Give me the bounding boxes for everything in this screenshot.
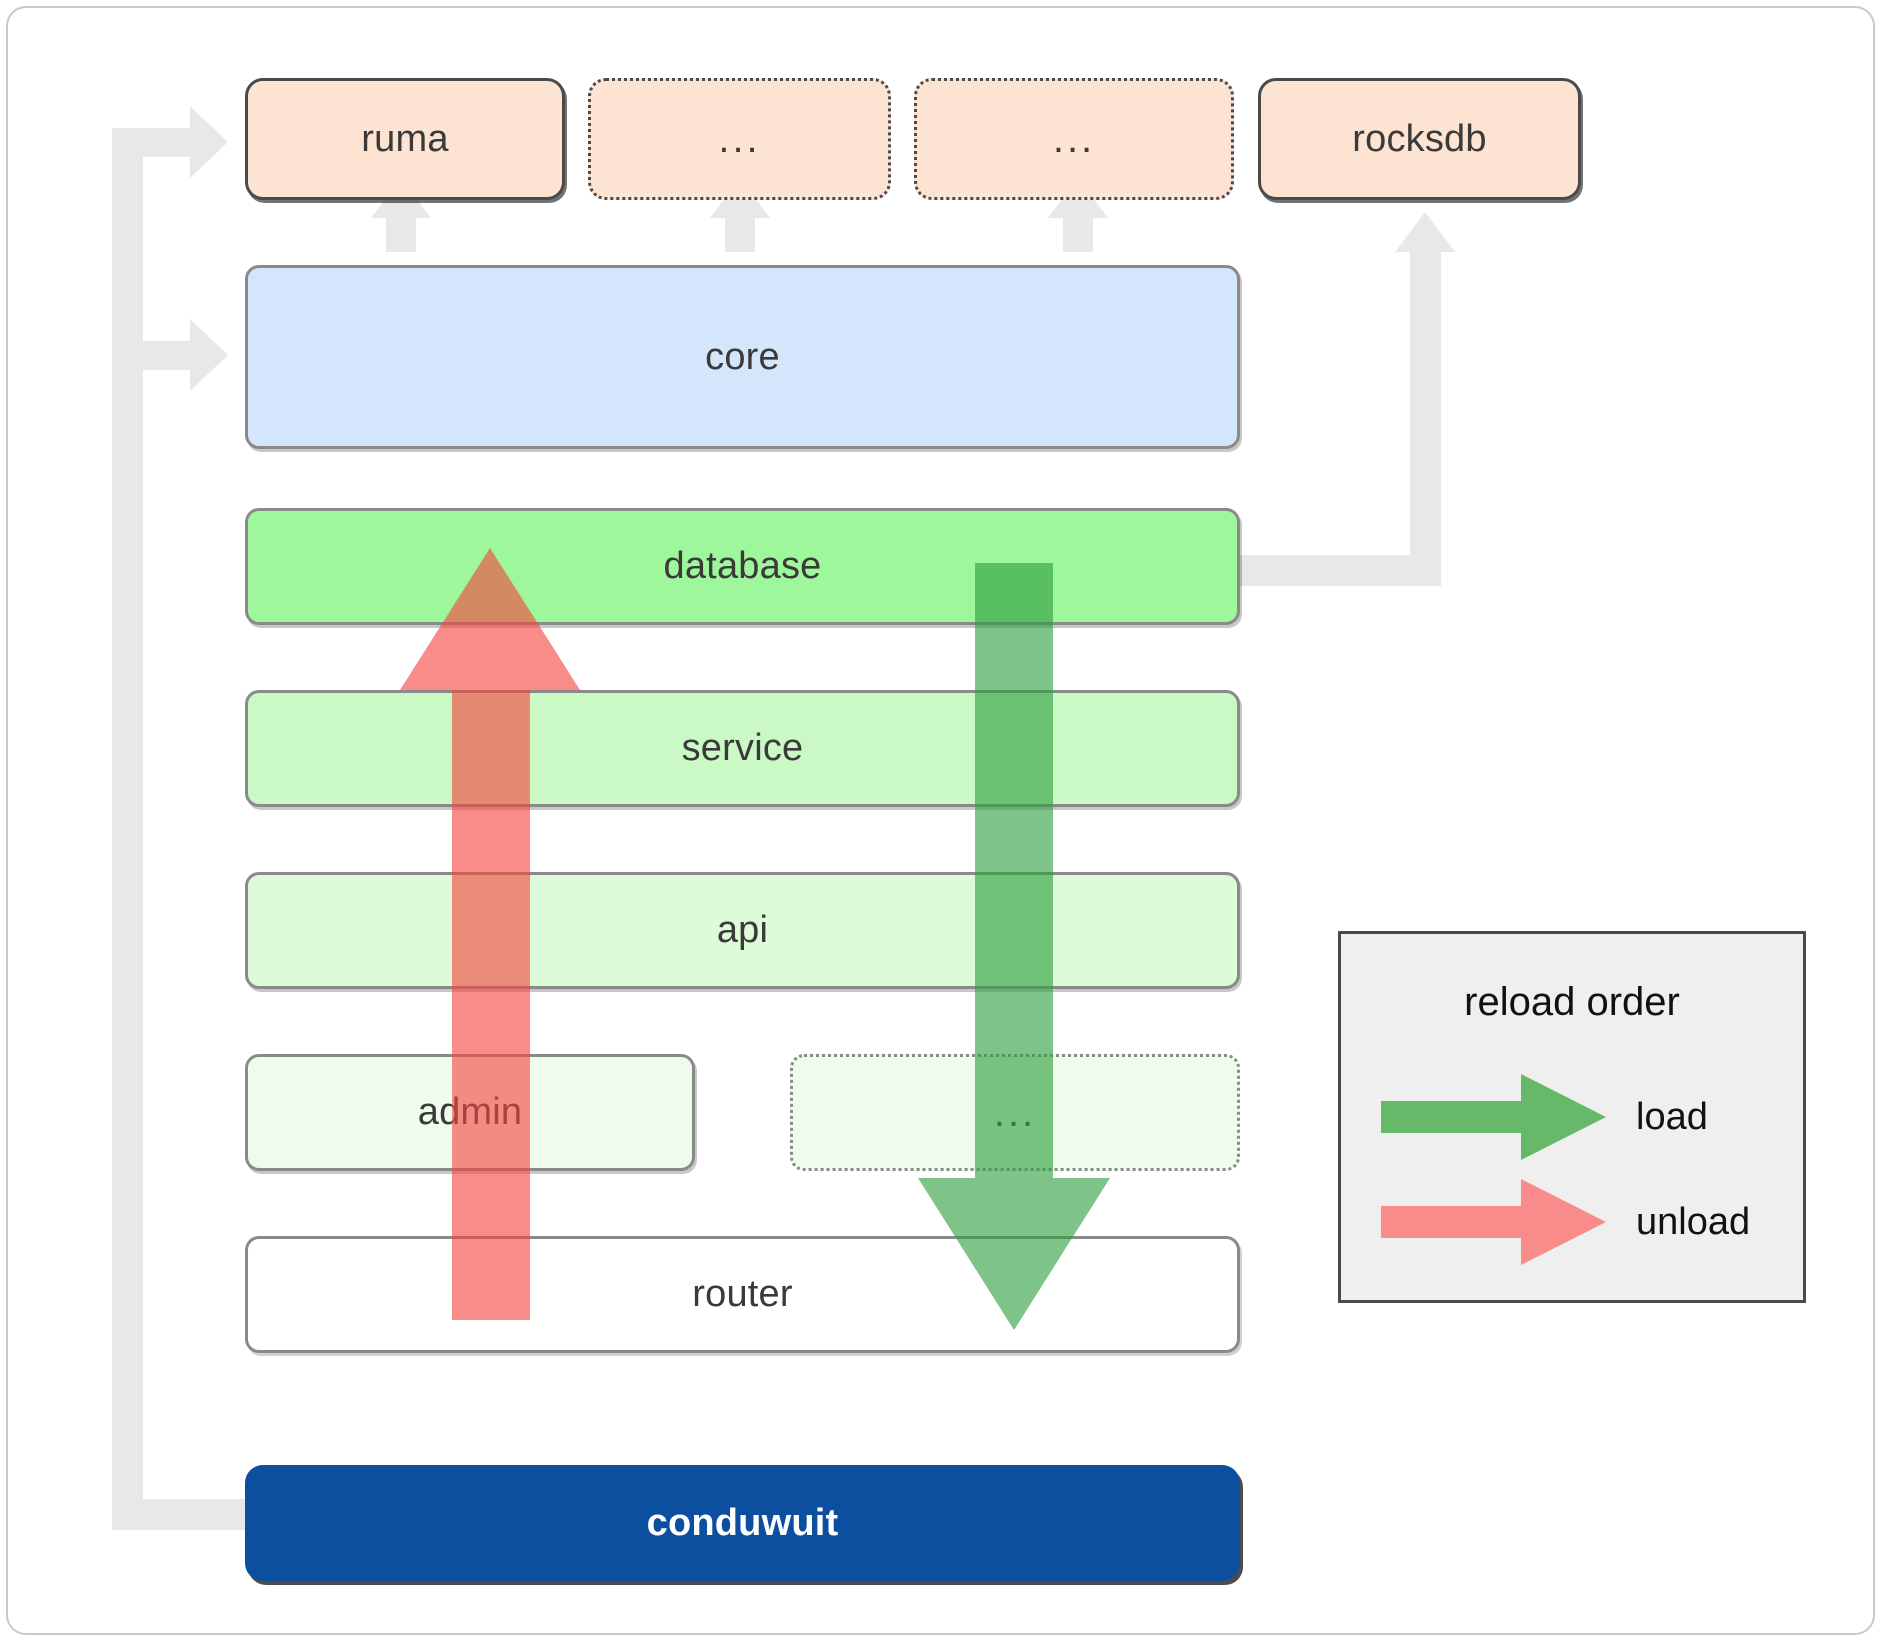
- node-layer-placeholder-label: ...: [993, 1090, 1037, 1135]
- node-router[interactable]: router: [245, 1236, 1240, 1353]
- node-router-label: router: [692, 1273, 793, 1315]
- node-database[interactable]: database: [245, 508, 1240, 625]
- legend-title: reload order: [1464, 980, 1680, 1024]
- load-arrow-icon: [1381, 1074, 1606, 1160]
- node-api-label: api: [716, 909, 769, 951]
- unload-arrow-icon: [1381, 1179, 1606, 1265]
- node-api[interactable]: api: [245, 872, 1240, 989]
- node-core[interactable]: core: [245, 265, 1240, 449]
- node-database-label: database: [663, 545, 822, 587]
- node-service-label: service: [681, 727, 804, 769]
- node-dep-placeholder-1[interactable]: ...: [588, 78, 891, 200]
- legend-item-unload: unload: [1381, 1179, 1781, 1265]
- node-conduwuit[interactable]: conduwuit: [245, 1465, 1240, 1581]
- node-rocksdb-label: rocksdb: [1352, 117, 1487, 160]
- diagram-frame: [6, 6, 1875, 1635]
- node-admin[interactable]: admin: [245, 1054, 695, 1171]
- legend-item-load: load: [1381, 1074, 1781, 1160]
- legend-panel: reload order load unload: [1338, 931, 1806, 1303]
- node-service[interactable]: service: [245, 690, 1240, 807]
- node-admin-label: admin: [417, 1091, 523, 1133]
- node-dep-placeholder-2[interactable]: ...: [914, 78, 1234, 200]
- legend-label-unload: unload: [1636, 1200, 1751, 1243]
- legend-label-load: load: [1636, 1095, 1708, 1138]
- node-rocksdb[interactable]: rocksdb: [1258, 78, 1581, 200]
- node-ruma-label: ruma: [361, 117, 449, 160]
- node-dep-placeholder-2-label: ...: [1052, 117, 1096, 161]
- node-conduwuit-label: conduwuit: [646, 1501, 839, 1544]
- node-ruma[interactable]: ruma: [245, 78, 565, 200]
- node-layer-placeholder[interactable]: ...: [790, 1054, 1240, 1171]
- node-core-label: core: [705, 335, 780, 378]
- node-dep-placeholder-1-label: ...: [718, 117, 761, 161]
